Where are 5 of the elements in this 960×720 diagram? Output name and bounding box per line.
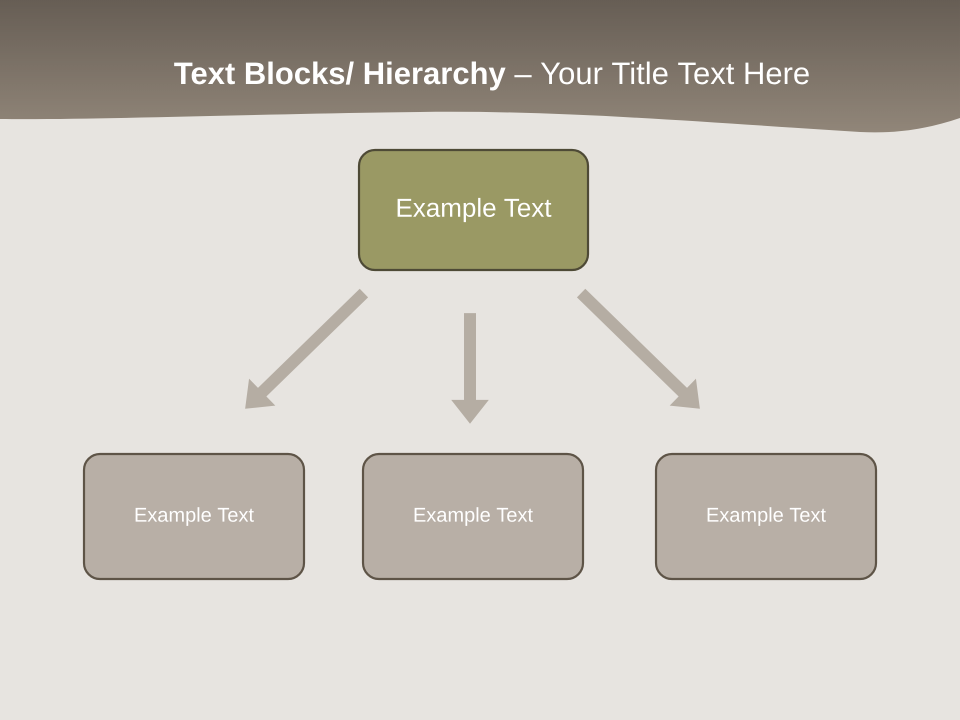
text-box: Example Text [362,452,584,580]
text-box: Example Text [654,452,878,580]
text-box: Example Text [358,148,590,272]
text-box: Example Text [82,452,306,580]
title: Text Blocks/ Hierarchy – Your Title Text Here [174,62,809,90]
